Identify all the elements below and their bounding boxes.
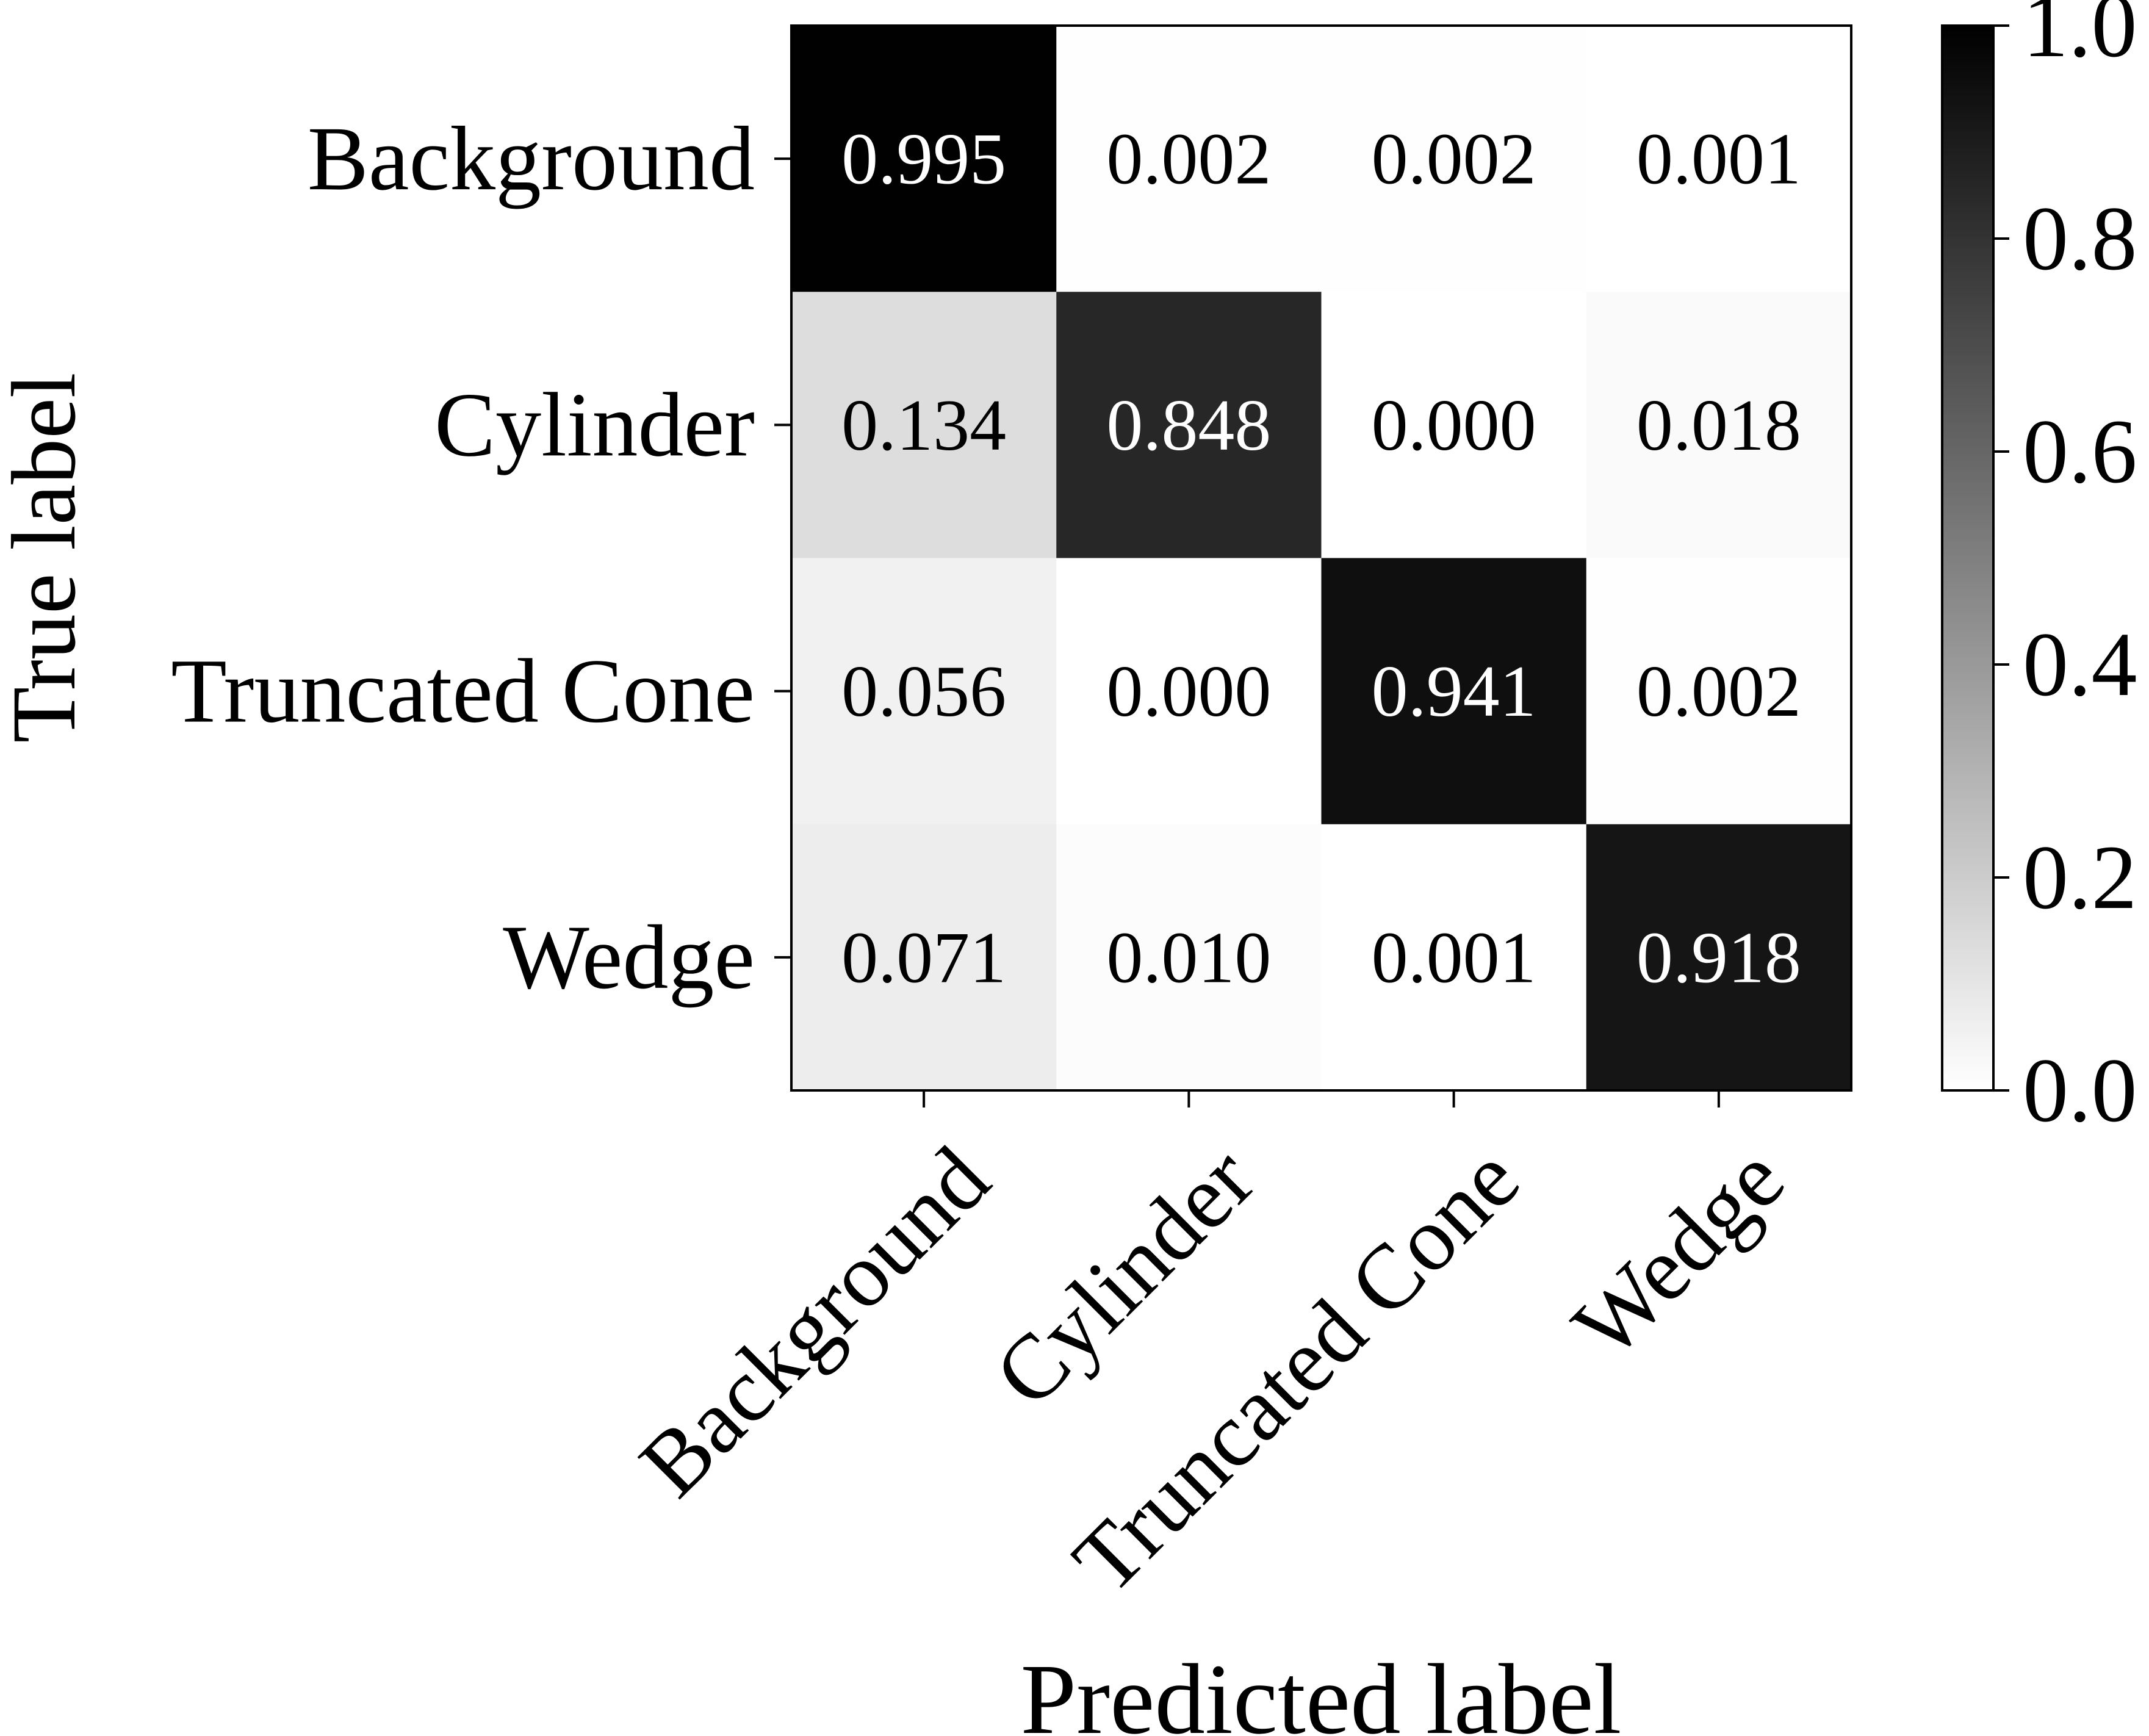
colorbar-gradient [1941,24,1995,1092]
y-tick-label: Cylinder [434,374,755,475]
cell-value-label: 0.002 [1636,650,1801,732]
heatmap-cell [1056,824,1322,1091]
cell-value-label: 0.134 [841,384,1006,466]
heatmap-cell [1321,558,1587,825]
cell-value-label: 0.071 [841,917,1006,998]
cell-value-label: 0.848 [1106,384,1271,466]
colorbar-tick-label: 0.4 [2023,614,2137,715]
heatmap-cells [791,26,1852,1091]
cell-value-label: 0.018 [1636,384,1801,466]
colorbar-ticks: 0.0 0.2 0.4 0.6 0.8 1.0 [1993,0,2137,1141]
cell-value-label: 0.001 [1372,917,1536,998]
heatmap-cell [1321,292,1587,559]
colorbar: 0.0 0.2 0.4 0.6 0.8 1.0 [1941,0,2137,1141]
y-tick-label: Wedge [503,907,755,1008]
heatmap-cell [1586,292,1852,559]
heatmap-cell-labels: 0.995 0.002 0.002 0.001 0.134 0.848 0.000 0.018… [841,118,1801,998]
x-tick-label: Truncated Cone [1054,1128,1538,1612]
cell-value-label: 0.000 [1106,650,1271,732]
heatmap-cell [791,558,1057,825]
x-axis-title: Predicted label [1020,1643,1621,1736]
heatmap-cell [1586,26,1852,292]
heatmap-cell [1586,824,1852,1091]
colorbar-tick-label: 0.8 [2023,188,2137,289]
cell-value-label: 0.002 [1106,118,1271,200]
colorbar-tick-label: 0.0 [2023,1040,2137,1141]
heatmap-cell [791,292,1057,559]
heatmap-cell [791,26,1057,292]
plot-frame [790,24,1852,1092]
heatmap-cell [1321,26,1587,292]
colorbar-tick-label: 0.2 [2023,827,2137,928]
heatmap-cell [1056,292,1322,559]
y-axis-title: True label [0,373,95,743]
cell-value-label: 0.002 [1372,118,1536,200]
heatmap-cell [791,824,1057,1091]
heatmap-cell [1056,26,1322,292]
cell-value-label: 0.995 [841,118,1006,200]
heatmap-cell [1586,558,1852,825]
cell-value-label: 0.056 [841,650,1006,732]
y-tick-label: Truncated Cone [171,641,755,742]
cell-value-label: 0.918 [1636,917,1801,998]
heatmap-cell [1321,824,1587,1091]
colorbar-tick-label: 0.6 [2023,401,2137,502]
colorbar-tick-label: 1.0 [2023,0,2137,76]
y-tick-label: Background [308,108,755,209]
x-tick-label: Background [621,1128,1009,1516]
cell-value-label: 0.000 [1372,384,1536,466]
cell-value-label: 0.010 [1106,917,1271,998]
heatmap-cell [1056,558,1322,825]
cell-value-label: 0.001 [1636,118,1801,200]
x-tick-label: Wedge [1553,1128,1803,1377]
cell-value-label: 0.941 [1372,650,1536,732]
